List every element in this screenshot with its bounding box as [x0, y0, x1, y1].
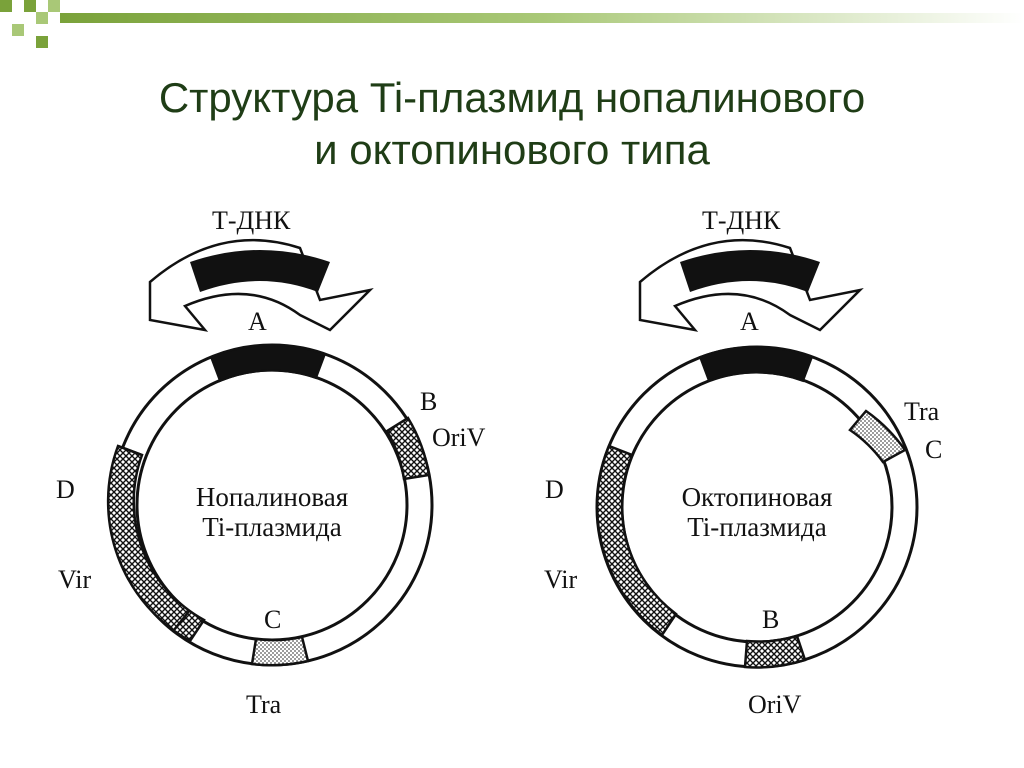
region-vir: [595, 444, 678, 637]
label-c: C: [925, 435, 942, 464]
tdna-excision-arrows: [638, 238, 864, 332]
nopaline-plasmid: Т-ДНК A B OriV D Vir C Tra Нопалиновая T…: [56, 206, 486, 719]
label-b: B: [420, 387, 437, 416]
title-line-1: Структура Ti-плазмид нопалинового: [158, 74, 866, 121]
region-tra: [848, 409, 907, 464]
page-title: Структура Ti-плазмид нопалинового и окто…: [0, 72, 1024, 176]
label-oriv: OriV: [432, 423, 486, 452]
region-vir: [106, 444, 206, 643]
label-d: D: [545, 475, 564, 504]
label-a: A: [248, 307, 267, 336]
label-d: D: [56, 475, 75, 504]
label-b: B: [762, 605, 779, 634]
plasmid-name-line-2: Ti-плазмида: [202, 512, 341, 542]
tdna-label: Т-ДНК: [212, 206, 291, 235]
region-oriv: [743, 634, 807, 669]
label-vir: Vir: [58, 565, 91, 594]
region-a: [698, 345, 814, 383]
tdna-label: Т-ДНК: [702, 206, 781, 235]
label-tra: Tra: [246, 690, 282, 719]
plasmid-name-line-1: Нопалиновая: [196, 482, 348, 512]
label-c: C: [264, 605, 281, 634]
label-tra: Tra: [904, 397, 940, 426]
tdna-excision-arrows: [148, 238, 374, 332]
region-oriv: [385, 416, 431, 481]
label-oriv: OriV: [748, 690, 802, 719]
header-decoration: [0, 0, 1024, 48]
plasmid-diagram: Т-ДНК A B OriV D Vir C Tra Нопалиновая T…: [56, 206, 942, 719]
octopine-plasmid: Т-ДНК A Tra C D Vir B OriV Октопиновая T…: [544, 206, 942, 719]
plasmid-name-line-1: Октопиновая: [682, 482, 833, 512]
plasmid-name-line-2: Ti-плазмида: [687, 512, 826, 542]
region-tra: [250, 635, 310, 667]
label-a: A: [740, 307, 759, 336]
title-line-2: и октопинового типа: [314, 126, 710, 173]
label-vir: Vir: [544, 565, 577, 594]
region-a: [209, 343, 327, 383]
